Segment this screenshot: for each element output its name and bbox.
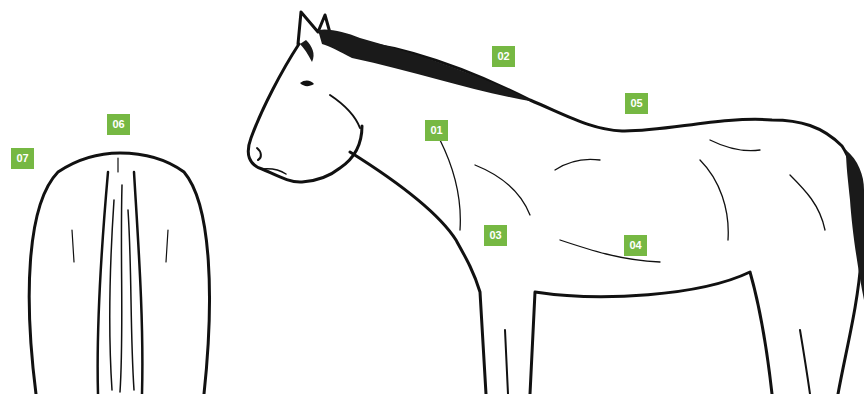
rear-muscle xyxy=(72,158,168,262)
mouth xyxy=(262,169,286,174)
rear-outline xyxy=(29,153,209,394)
horse-outline xyxy=(248,40,861,394)
muscle-lines xyxy=(440,140,825,262)
callout-number: 07 xyxy=(11,148,34,169)
callout-number: 05 xyxy=(625,93,648,114)
callout-number: 06 xyxy=(107,114,130,135)
legs-far xyxy=(505,330,810,394)
callout-number: 03 xyxy=(484,225,507,246)
nostril xyxy=(257,148,261,160)
tail-strands xyxy=(110,185,134,392)
tail-side xyxy=(846,150,864,300)
mane xyxy=(318,29,535,102)
jaw xyxy=(330,95,360,128)
callout-number: 04 xyxy=(624,235,647,256)
forelock xyxy=(300,40,314,62)
callout-number: 01 xyxy=(425,120,448,141)
tail-rear xyxy=(98,172,143,394)
callout-number: 02 xyxy=(492,46,515,67)
eye xyxy=(300,80,314,86)
